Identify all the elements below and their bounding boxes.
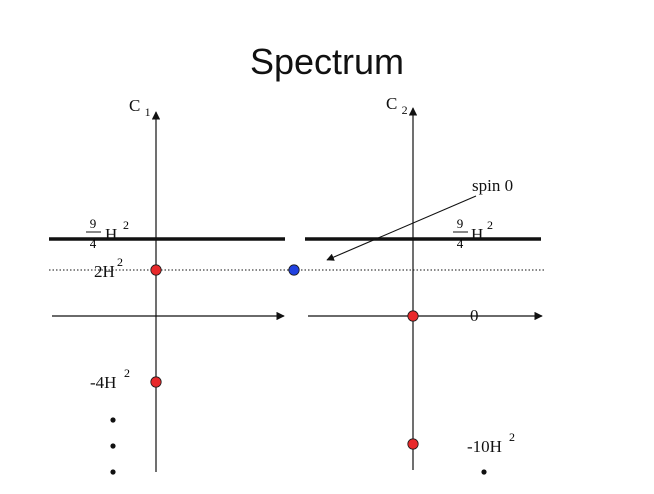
right-threshold-base: H [471, 225, 483, 244]
right-threshold-label: 9 4 H 2 [453, 216, 493, 251]
left-dotted-level-point [150, 264, 162, 276]
left-threshold-numerator: 9 [90, 216, 97, 231]
right-negative-level-point [407, 438, 419, 450]
left-ellipsis-dot-3 [110, 469, 116, 475]
left-threshold-base: H [105, 225, 117, 244]
right-panel: C 2 spin 0 9 4 H 2 0 -10H 2 [288, 94, 543, 475]
right-negative-level-label: -10H 2 [467, 430, 515, 456]
right-threshold-numerator: 9 [457, 216, 464, 231]
right-zero-level-point [407, 310, 419, 322]
left-negative-level-base: -4H [90, 373, 116, 392]
right-negative-level-base: -10H [467, 437, 502, 456]
left-dotted-level-power: 2 [117, 255, 123, 269]
left-axis-label: C 1 [129, 96, 151, 119]
left-axis-label-main: C [129, 96, 140, 115]
left-ellipsis-dot-1 [110, 417, 116, 423]
left-negative-level-power: 2 [124, 366, 130, 380]
left-negative-level-point [150, 376, 162, 388]
right-zero-level-label: 0 [470, 306, 479, 325]
spin-zero-annotation: spin 0 [472, 176, 513, 195]
left-axis-subscript: 1 [145, 105, 151, 119]
left-panel: C 1 9 4 H 2 2H 2 -4H 2 [49, 96, 545, 475]
right-ellipsis-dot [481, 469, 487, 475]
slide-title: Spectrum [250, 41, 404, 82]
right-threshold-power: 2 [487, 218, 493, 232]
left-dotted-level-base: 2H [94, 262, 115, 281]
left-negative-level-label: -4H 2 [90, 366, 130, 392]
right-axis-label: C 2 [386, 94, 408, 117]
right-axis-label-main: C [386, 94, 397, 113]
left-threshold-label: 9 4 H 2 [86, 216, 129, 251]
left-threshold-denominator: 4 [90, 236, 97, 251]
left-dotted-level-label: 2H 2 [94, 255, 123, 281]
left-ellipsis-dot-2 [110, 443, 116, 449]
right-threshold-denominator: 4 [457, 236, 464, 251]
spin-zero-pointer-arrow [326, 195, 477, 261]
right-axis-subscript: 2 [402, 103, 408, 117]
right-negative-level-power: 2 [509, 430, 515, 444]
left-threshold-power: 2 [123, 218, 129, 232]
spin-zero-point [288, 264, 300, 276]
